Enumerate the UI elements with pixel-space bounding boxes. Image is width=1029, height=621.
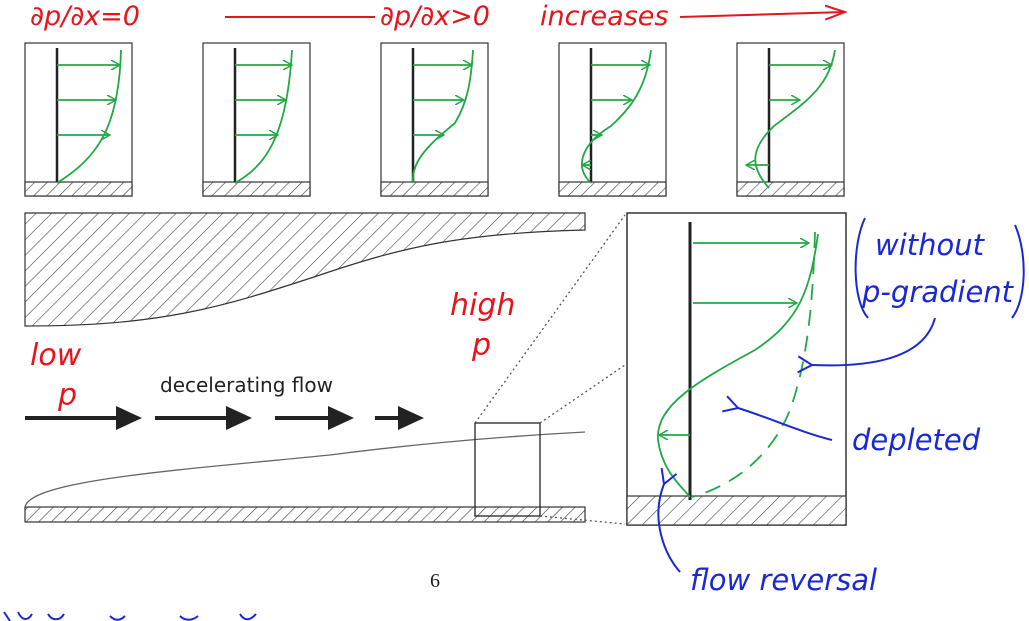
depleted-label: depleted xyxy=(852,423,981,457)
decelerating-flow-label: decelerating flow xyxy=(160,373,333,397)
profile-panel xyxy=(736,42,845,197)
velocity-profile xyxy=(754,49,836,189)
p-gradient-label: p-gradient xyxy=(861,275,1015,309)
high-p-label: p xyxy=(471,328,491,363)
flow-reversal-label: flow reversal xyxy=(690,563,877,597)
profile-panel xyxy=(202,42,311,197)
upper-wall xyxy=(24,212,586,327)
reference-profile xyxy=(691,231,816,498)
profile-panels xyxy=(24,42,845,197)
page-number: 6 xyxy=(430,570,440,592)
cutoff-handwriting xyxy=(3,611,257,621)
hatched-wall xyxy=(202,181,311,197)
positive-gradient-annotation: ∂p/∂x>0 xyxy=(380,1,490,32)
inset-wall xyxy=(626,495,847,526)
lower-wall xyxy=(24,506,586,523)
reversed-profile xyxy=(657,233,819,498)
velocity-profile xyxy=(234,49,293,184)
gradient-arrow-right-line xyxy=(679,12,845,17)
velocity-profile xyxy=(412,49,474,184)
panel-frame xyxy=(558,42,667,197)
increases-annotation: increases xyxy=(540,1,668,32)
zoom-inset xyxy=(626,212,847,526)
blue-annotations xyxy=(657,217,1025,573)
profile-panel xyxy=(380,42,489,197)
zero-gradient-annotation: ∂p/∂x=0 xyxy=(30,1,140,32)
right-arrow-icon xyxy=(25,406,142,430)
without-label: without xyxy=(875,228,986,262)
profile-panel xyxy=(558,42,667,197)
zoom-lines xyxy=(474,214,626,525)
panel-frame xyxy=(202,42,311,197)
panel-frame xyxy=(736,42,845,197)
hatched-wall xyxy=(736,181,845,197)
hatched-wall xyxy=(380,181,489,197)
hatched-wall xyxy=(558,181,667,197)
hatched-wall xyxy=(24,181,133,197)
right-arrow-icon xyxy=(275,406,354,430)
low-p-label: p xyxy=(57,378,77,413)
low-label: low xyxy=(30,338,82,373)
high-label: high xyxy=(450,288,515,323)
right-arrow-icon xyxy=(155,406,252,430)
boundary-layer-edge xyxy=(24,431,586,508)
panel-frame xyxy=(24,42,133,197)
right-arrow-icon xyxy=(375,406,424,430)
zoom-window xyxy=(474,422,541,517)
flow-arrows xyxy=(25,406,424,430)
profile-panel xyxy=(24,42,133,197)
